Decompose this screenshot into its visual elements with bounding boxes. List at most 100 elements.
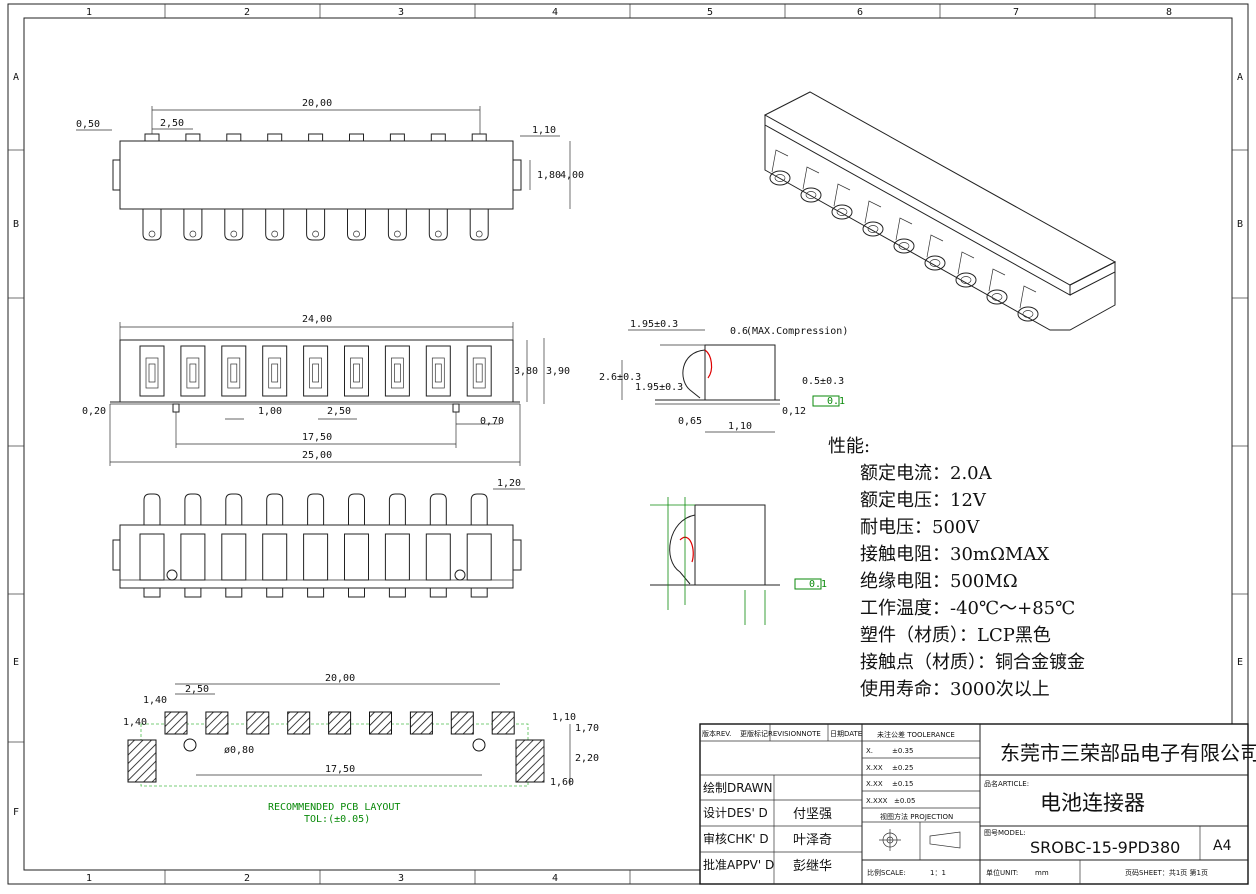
scale-value: 1：1: [930, 869, 946, 877]
top-pin-contact: [387, 209, 407, 241]
sheet-info: 页码SHEET：共1页 第1页: [1125, 868, 1208, 877]
dim-pcb-r3: 2,20: [575, 753, 599, 764]
specs-title: 性能:: [828, 436, 871, 457]
bottom-pin-foot: [143, 587, 161, 598]
iso-contact-coil: [1017, 306, 1039, 322]
svg-text:1: 1: [86, 873, 92, 884]
tol-val-1: ±0.25: [892, 764, 913, 772]
pcb-pad: [450, 711, 474, 735]
front-slot-inner: [312, 363, 319, 383]
pcb-caption: RECOMMENDED PCB LAYOUT: [268, 802, 400, 813]
col-label-8: 8: [1166, 7, 1172, 18]
iso-contact-spring: [864, 200, 882, 224]
spec-item: 耐电压：500V: [860, 517, 980, 538]
pcb-tolerance: TOL:(±0.05): [304, 814, 370, 825]
front-slot: [466, 345, 492, 397]
front-slot: [262, 345, 288, 397]
front-slot-inner: [353, 363, 360, 383]
company-name: 东莞市三荣部品电子有限公司: [1000, 741, 1256, 765]
front-slot-contact: [350, 357, 363, 389]
unit-label: 单位UNIT:: [986, 868, 1018, 877]
iso-contact-core: [1022, 310, 1034, 318]
pcb-pad: [205, 711, 229, 735]
projection-label: 视图方法 PROJECTION: [880, 812, 953, 821]
tol-key-3: X.XXX: [866, 797, 888, 805]
dim-side-a: 1.95±0.3: [630, 319, 678, 330]
tol-key-0: X.: [866, 747, 873, 755]
dim-pcb-pitch: 2,50: [185, 684, 209, 695]
dim-side-b-note: (MAX.Compression): [746, 326, 848, 337]
column-labels-top: 1 2 3 4 5 6 7 8: [86, 7, 1172, 18]
spec-item: 接触电阻：30mΩMAX: [860, 544, 1050, 565]
iso-contact-spring: [833, 183, 851, 207]
bottom-pin-housing: [180, 533, 206, 581]
col-label-2: 2: [244, 7, 250, 18]
iso-contact-core: [774, 174, 786, 182]
pcb-pad: [164, 711, 188, 735]
svg-text:B: B: [1237, 219, 1243, 230]
dim-side-f: 0,12: [782, 406, 806, 417]
dim-pcb-r2: 1,70: [575, 723, 599, 734]
pcb-pad: [369, 711, 392, 735]
svg-text:F: F: [13, 807, 19, 818]
dim-top-height: 4,00: [560, 170, 584, 181]
bottom-pin-housing: [425, 533, 451, 581]
bottom-pin-foot: [184, 587, 202, 598]
bottom-pin-housing: [221, 533, 247, 581]
top-pin-tab: [308, 133, 324, 142]
iso-contact-core: [929, 259, 941, 267]
dim-bottom-right: 1,20: [497, 478, 521, 489]
dim-front-span: 17,50: [302, 432, 332, 443]
top-pin-dot: [189, 230, 197, 238]
bottom-pin-contact: [307, 493, 325, 525]
dim-top-right-a: 1,10: [532, 125, 556, 136]
tol-key-1: X.XX: [866, 764, 883, 772]
front-slot-contact: [227, 357, 241, 389]
dim-pcb-l1: 1,40: [143, 695, 167, 706]
bottom-pin-foot: [429, 587, 447, 598]
bottom-pin-foot: [470, 587, 488, 598]
front-slot-inner: [434, 363, 442, 383]
col-label-3: 3: [398, 7, 404, 18]
bottom-pin-contact: [388, 493, 406, 525]
svg-text:B: B: [13, 219, 19, 230]
top-pin-contact: [347, 209, 366, 241]
svg-text:A: A: [13, 72, 19, 83]
iso-contact-spring: [957, 251, 975, 275]
col-label-4: 4: [552, 7, 558, 18]
front-slot: [180, 345, 206, 397]
top-pin-tab: [430, 133, 446, 142]
pcb-pad: [491, 711, 515, 735]
bottom-pin-contact: [184, 493, 202, 525]
check-label: 审核CHK' D: [703, 831, 769, 846]
dim-front-foot: 0,70: [480, 416, 504, 427]
change-header: 更版标记REVISIONNOTE: [740, 729, 821, 738]
dim-pcb-hole: ø0,80: [224, 745, 254, 756]
dim-pcb-span: 17,50: [325, 764, 355, 775]
top-pin-dot: [434, 230, 442, 238]
dim-front-h1: 3,80: [514, 366, 538, 377]
flatness-side: 0.1: [827, 396, 845, 407]
front-slot-inner: [475, 363, 483, 383]
top-pin-dot: [394, 230, 401, 238]
front-slot: [384, 345, 410, 397]
front-slot-inner: [271, 363, 279, 383]
col-label-5: 5: [707, 7, 713, 18]
front-slot-contact: [145, 357, 159, 389]
spec-item: 额定电流：2.0A: [860, 463, 992, 484]
iso-contact-coil: [769, 170, 791, 186]
top-pin-dot: [148, 230, 156, 238]
dim-top-pitch: 2,50: [160, 118, 184, 129]
dim-side-d: 1.95±0.3: [635, 382, 683, 393]
model-header: 图号MODEL:: [984, 829, 1026, 837]
bottom-pin-contact: [143, 493, 161, 525]
top-pin-tab: [389, 133, 405, 142]
front-slot-contact: [186, 357, 200, 389]
dim-front-w24: 24,00: [302, 314, 332, 325]
iso-contact-core: [836, 208, 848, 216]
iso-contact-coil: [924, 255, 946, 271]
bottom-pin-housing: [262, 533, 288, 581]
iso-contact-coil: [862, 221, 884, 237]
pcb-layout: 20,00 2,50 1,40 1,40 ø0,80 17,50 1,10 1,…: [123, 673, 599, 825]
iso-contact-coil: [831, 204, 853, 220]
